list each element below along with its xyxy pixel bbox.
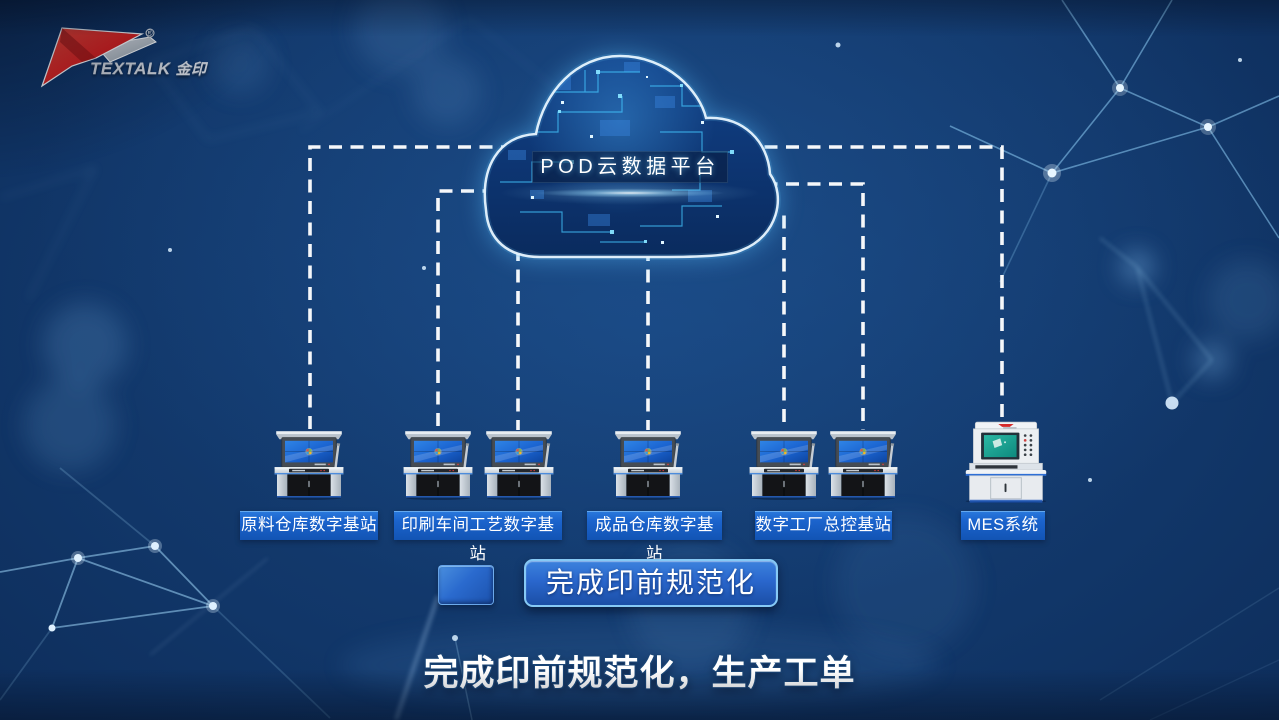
console-finished-goods bbox=[613, 430, 683, 500]
cloud-platform-banner: POD云数据平台 bbox=[532, 151, 728, 183]
station-label-raw-material: 原料仓库数字基站 bbox=[240, 511, 378, 540]
red-swoosh-logo-icon bbox=[40, 27, 157, 88]
station-label-text: 成品仓库数字基站 bbox=[595, 516, 714, 563]
console-factory-control-2 bbox=[828, 430, 898, 500]
registered-mark: ® bbox=[146, 28, 153, 38]
station-label-factory-control: 数字工厂总控基站 bbox=[755, 511, 892, 540]
dashed-connector-factory-2 bbox=[700, 182, 865, 430]
station-label-text: 数字工厂总控基站 bbox=[755, 516, 892, 534]
dashed-connector-raw-material bbox=[308, 145, 600, 430]
station-label-finished-goods: 成品仓库数字基站 bbox=[587, 511, 722, 563]
console-print-workshop-2 bbox=[484, 430, 554, 500]
console-factory-control-1 bbox=[749, 430, 819, 500]
callout-button-label: 完成印前规范化 bbox=[545, 567, 756, 598]
bullet-square bbox=[438, 565, 494, 605]
station-label-text: 印刷车间工艺数字基站 bbox=[401, 516, 555, 563]
station-label-text: MES系统 bbox=[967, 516, 1039, 534]
brand-name-suffix: 金印 bbox=[175, 61, 207, 78]
dashed-connector-factory-1 bbox=[720, 213, 786, 430]
callout-button: 完成印前规范化 bbox=[524, 559, 778, 607]
station-label-text: 原料仓库数字基站 bbox=[241, 516, 377, 534]
console-print-workshop-1 bbox=[403, 430, 473, 500]
dashed-connector-print-1 bbox=[436, 189, 560, 430]
mes-control-console-icon bbox=[965, 421, 1047, 503]
subtitle-caption: 完成印前规范化，生产工单 bbox=[423, 654, 856, 693]
station-label-mes: MES系统 bbox=[961, 511, 1045, 540]
cloud-platform-label: POD云数据平台 bbox=[540, 156, 720, 178]
brand-name-main: TEXTALK bbox=[90, 59, 171, 78]
station-label-print-workshop: 印刷车间工艺数字基站 bbox=[394, 511, 562, 563]
console-raw-material bbox=[274, 430, 344, 500]
dashed-connector-mes bbox=[700, 145, 1004, 422]
